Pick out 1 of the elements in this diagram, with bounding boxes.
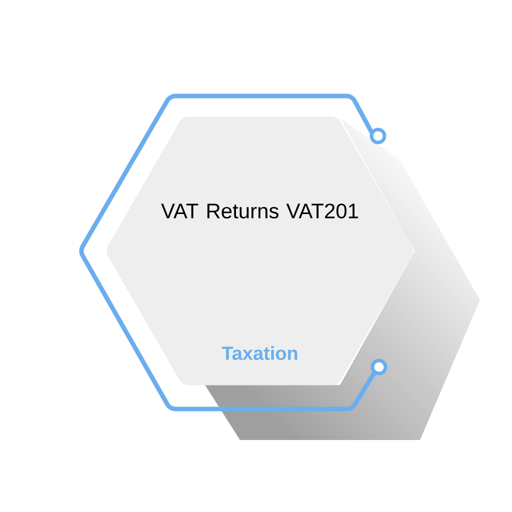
hexagon: VAT Returns VAT201 Taxation <box>106 116 414 386</box>
